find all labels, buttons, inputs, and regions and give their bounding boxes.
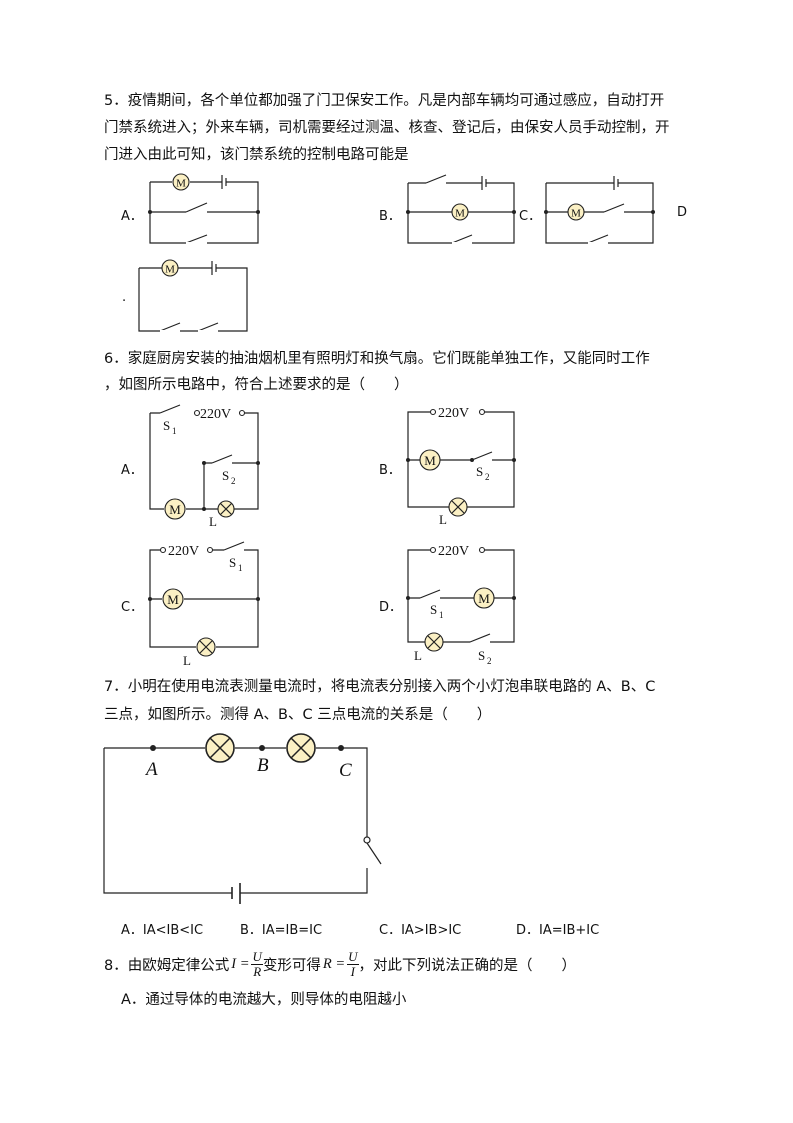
q6-option-a-label[interactable]: A． bbox=[121, 463, 143, 478]
point-a-label: A bbox=[144, 759, 158, 780]
q8-middle: 变形可得 bbox=[262, 957, 321, 974]
motor-icon: M bbox=[165, 264, 175, 276]
q6-circuit-c: 220V S 1 M L bbox=[148, 541, 260, 668]
q7-option-b[interactable]: B．IA=IB=IC bbox=[240, 923, 323, 938]
switch-s1-label: S bbox=[430, 602, 437, 617]
q6-line-2: ，如图所示电路中，符合上述要求的是（ ） bbox=[104, 377, 409, 393]
switch-s1-label: S bbox=[229, 555, 236, 570]
q7-line-1: 7．小明在使用电流表测量电流时，将电流表分别接入两个小灯泡串联电路的 A、B、C bbox=[104, 679, 656, 695]
q6-option-d-label[interactable]: D． bbox=[379, 600, 403, 615]
switch-s2-sub: 2 bbox=[487, 656, 492, 666]
q8-formula-1-numerator: U bbox=[251, 948, 263, 965]
q8-formula-1-lhs: I = bbox=[231, 955, 250, 972]
voltage-label: 220V bbox=[438, 406, 469, 421]
q8-tail: ，对此下列说法正确的是（ ） bbox=[358, 957, 577, 974]
q8-formula-2-lhs: R = bbox=[322, 955, 346, 972]
q7-line-2: 三点，如图所示。测得 A、B、C 三点电流的关系是（ ） bbox=[104, 707, 492, 723]
switch-s2-label: S bbox=[222, 468, 229, 483]
q6-option-c-label[interactable]: C． bbox=[121, 600, 144, 615]
motor-icon: M bbox=[167, 592, 179, 607]
q6-circuit-a: 220V S 1 M S 2 L bbox=[149, 404, 260, 529]
q5-circuit-b: M bbox=[406, 174, 516, 244]
q8-question: 8．由欧姆定律公式 I = U R 变形可得 R = U I ，对此下列说法正确… bbox=[104, 947, 576, 981]
switch-s2-label: S bbox=[478, 648, 485, 663]
switch-s1-label: S bbox=[163, 418, 170, 433]
switch-s1-sub: 1 bbox=[439, 610, 444, 620]
voltage-label: 220V bbox=[438, 544, 469, 559]
q6-option-b-label[interactable]: B． bbox=[379, 463, 401, 478]
motor-icon: M bbox=[478, 591, 490, 606]
q7-option-c[interactable]: C．IA>IB>IC bbox=[379, 923, 462, 938]
q6-circuit-d: 220V M S 1 L S 2 bbox=[406, 544, 516, 666]
q5-option-b-label[interactable]: B． bbox=[379, 209, 401, 224]
lamp-label: L bbox=[414, 648, 422, 663]
q8-formula-2-fraction: U I bbox=[347, 948, 359, 979]
q5-circuit-a: M bbox=[148, 173, 260, 244]
q5-option-d-label[interactable]: D bbox=[677, 205, 688, 220]
switch-s1-sub: 1 bbox=[238, 563, 243, 573]
lamp-label: L bbox=[183, 653, 191, 668]
voltage-label: 220V bbox=[200, 407, 231, 422]
voltage-label: 220V bbox=[168, 544, 199, 559]
q5-circuit-d: M bbox=[138, 259, 248, 332]
motor-icon: M bbox=[424, 453, 436, 468]
q7-option-d[interactable]: D．IA=IB+IC bbox=[516, 923, 600, 938]
q5-option-d-dot: . bbox=[122, 290, 127, 305]
q8-formula-1-fraction: U R bbox=[251, 948, 263, 979]
motor-icon: M bbox=[571, 208, 581, 220]
q5-line-2: 门禁系统进入；外来车辆，司机需要经过测温、核查、登记后，由保安人员手动控制，开 bbox=[104, 120, 670, 136]
q5-circuit-c: M bbox=[544, 176, 655, 244]
q8-formula-2-denominator: I bbox=[350, 963, 356, 979]
point-c-label: C bbox=[339, 760, 352, 781]
q5-option-c-label[interactable]: C． bbox=[519, 209, 542, 224]
q5-line-1: 5．疫情期间，各个单位都加强了门卫保安工作。凡是内部车辆均可通过感应，自动打开 bbox=[104, 93, 665, 109]
switch-s2-sub: 2 bbox=[485, 472, 490, 482]
q8-lead: 8．由欧姆定律公式 bbox=[104, 957, 230, 974]
switch-s1-sub: 1 bbox=[172, 426, 177, 436]
motor-icon: M bbox=[455, 208, 465, 220]
motor-icon: M bbox=[176, 178, 186, 190]
q5-option-a-label[interactable]: A． bbox=[121, 209, 143, 224]
motor-icon: M bbox=[169, 502, 181, 517]
lamp-label: L bbox=[209, 514, 217, 529]
q6-line-1: 6．家庭厨房安装的抽油烟机里有照明灯和换气扇。它们既能单独工作，又能同时工作 bbox=[104, 351, 650, 367]
q8-option-a[interactable]: A．通过导体的电流越大，则导体的电阻越小 bbox=[121, 992, 407, 1008]
point-b-label: B bbox=[257, 755, 269, 776]
q7-option-a[interactable]: A．IA<IB<IC bbox=[121, 923, 204, 938]
q6-circuit-b: 220V M S 2 L bbox=[406, 406, 516, 527]
switch-s2-sub: 2 bbox=[231, 476, 236, 486]
switch-s2-label: S bbox=[476, 464, 483, 479]
q5-line-3: 门进入由此可知，该门禁系统的控制电路可能是 bbox=[104, 147, 409, 163]
lamp-label: L bbox=[439, 512, 447, 527]
q8-formula-2-numerator: U bbox=[347, 948, 359, 965]
q8-formula-1-denominator: R bbox=[253, 963, 262, 979]
